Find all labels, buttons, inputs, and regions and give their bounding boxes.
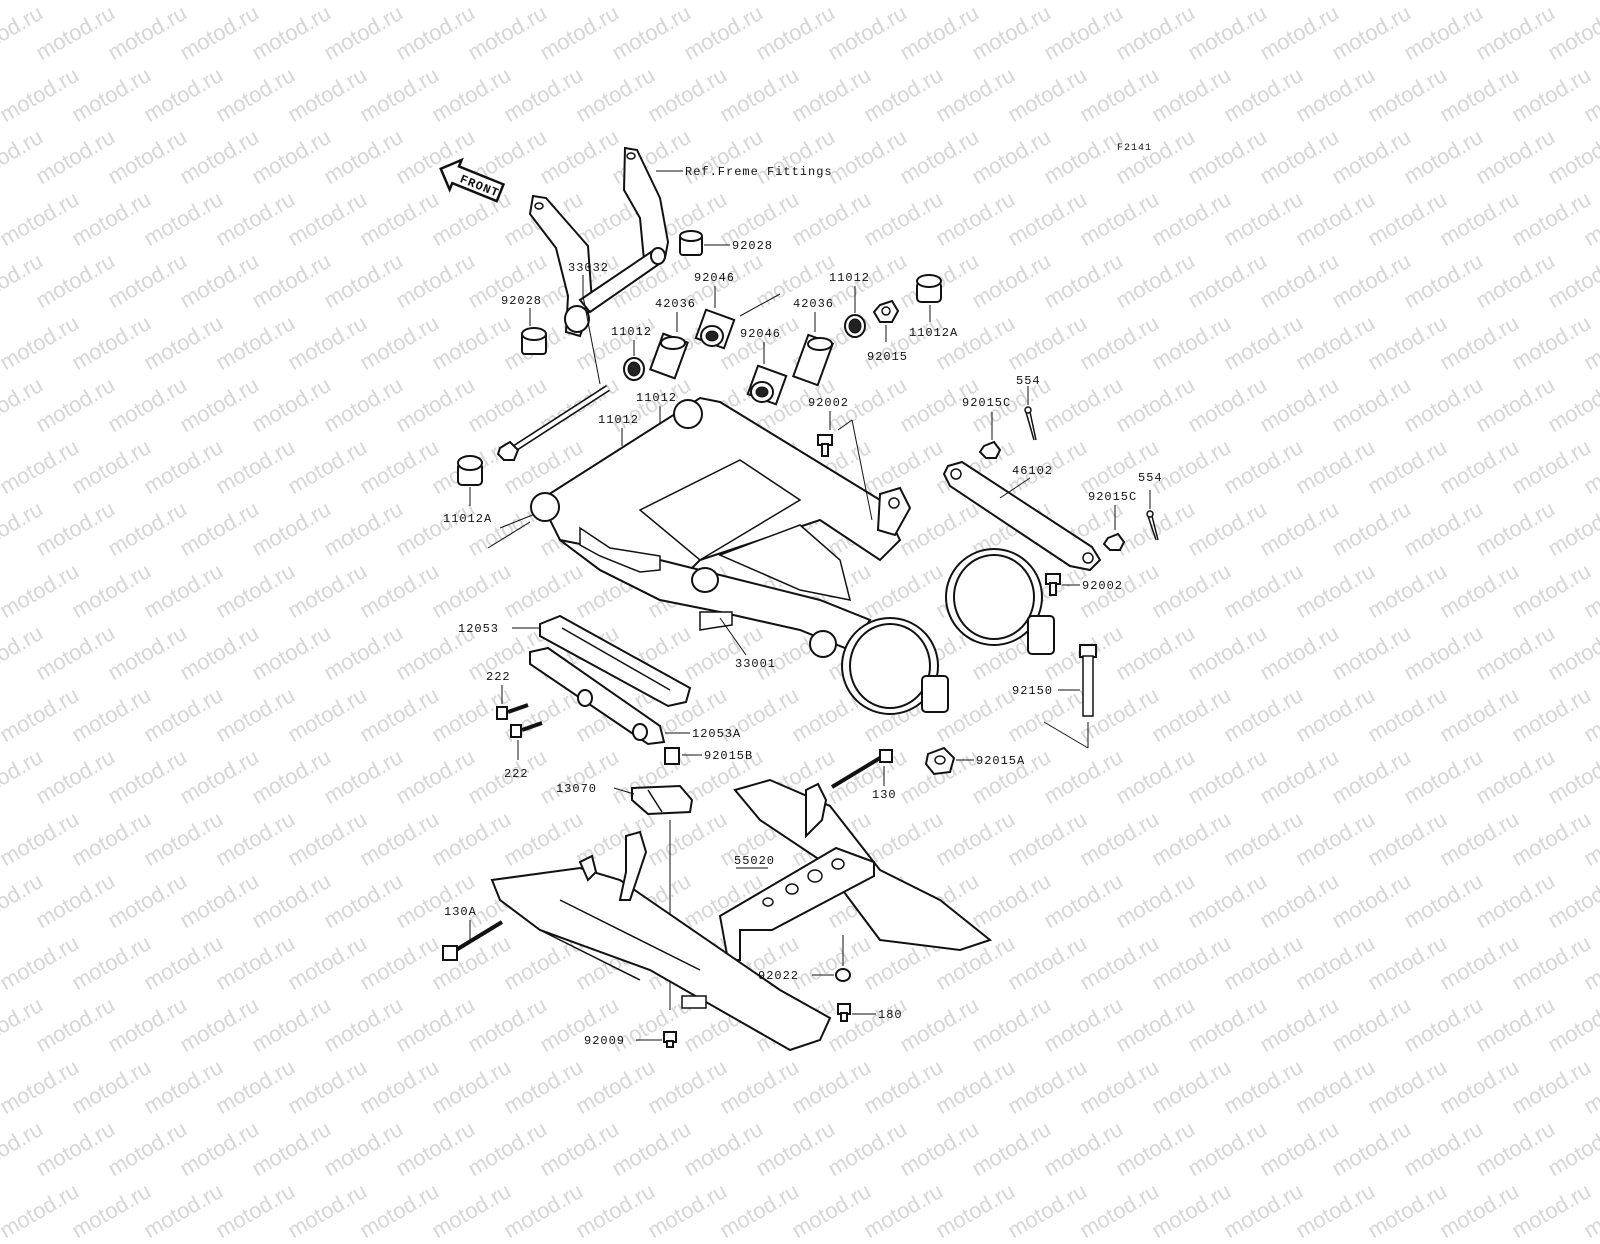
label-11012-c: 11012 [636,391,677,405]
label-33001: 33001 [735,657,776,671]
bolt-92002-lower [1045,573,1061,596]
oil-seal-11012-b [844,314,866,338]
oil-seal-11012-a [623,357,645,381]
label-42036-right: 42036 [793,297,834,311]
torque-link-46102 [942,460,1102,572]
label-92046-lower: 92046 [740,327,781,341]
bolt-130A [442,920,504,961]
bushing-92028-lower [521,327,547,355]
shock-bracket [876,486,912,537]
bolt-92150 [1079,644,1097,717]
nut-92015B [664,747,680,765]
bolt-180 [837,1003,851,1022]
figure-id: F2141 [1117,143,1152,154]
label-12053A: 12053A [692,727,741,741]
frame-fitting-bracket [528,146,670,338]
diagram-svg: F2141 FRONT Ref.Freme Fittings 92028 [439,143,1163,1052]
label-11012A-left: 11012A [443,512,492,526]
label-11012-b: 11012 [829,271,870,285]
washer-92022 [835,968,851,982]
bolt-130 [830,749,893,789]
label-92015: 92015 [867,350,908,364]
screw-222-upper [496,703,529,720]
axle-clamp-right [945,548,1055,655]
nut-92015 [872,299,900,323]
label-92046-upper: 92046 [694,271,735,285]
label-92015A: 92015A [976,754,1025,768]
label-12053: 12053 [458,622,499,636]
label-11012A-right: 11012A [909,326,958,340]
label-554-lower: 554 [1138,471,1163,485]
label-130: 130 [872,788,897,802]
label-92002-upper: 92002 [808,396,849,410]
nut-92015C-lower [1102,532,1126,551]
bushing-92028-upper [679,230,703,256]
cap-11012A-right [916,274,942,303]
label-92028-lower: 92028 [501,294,542,308]
needle-bearing-92046-upper [694,308,736,350]
axle-clamp-left [841,617,949,715]
label-222-upper: 222 [486,670,511,684]
label-11012-a: 11012 [611,325,652,339]
label-92150: 92150 [1012,684,1053,698]
front-arrow-icon: FRONT [439,157,506,203]
label-130A: 130A [444,905,477,919]
cotter-pin-554-upper [1024,406,1037,441]
ref-note-label: Ref.Freme Fittings [685,165,833,179]
sleeve-42036-right [791,333,835,387]
pivot-shaft-33032 [496,385,610,461]
label-13070: 13070 [556,782,597,796]
label-46102: 46102 [1012,464,1053,478]
chain-slider-holder-12053A [529,646,666,746]
label-55020: 55020 [734,854,775,868]
label-92002-lower: 92002 [1082,579,1123,593]
sleeve-42036-left [649,332,689,380]
label-33032: 33032 [568,261,609,275]
bolt-92002-upper [817,434,833,457]
bolt-92009 [663,1031,677,1048]
label-92015C-upper: 92015C [962,396,1011,410]
nut-92015C-upper [978,440,1002,459]
cap-11012A-left [457,455,483,486]
label-92015B: 92015B [704,749,753,763]
label-92028-upper: 92028 [732,239,773,253]
label-92015C-lower: 92015C [1088,490,1137,504]
needle-bearing-92046-lower [746,364,788,406]
label-42036-left: 42036 [655,297,696,311]
nut-92015A [924,746,956,776]
swing-arm-33001 [530,396,902,658]
label-554-upper: 554 [1016,374,1041,388]
label-92009: 92009 [584,1034,625,1048]
label-92022: 92022 [758,969,799,983]
screw-222-lower [510,721,543,738]
label-11012-d: 11012 [598,413,639,427]
label-180: 180 [878,1008,903,1022]
adjuster-block-13070 [631,784,694,816]
label-222-lower: 222 [504,767,529,781]
cotter-pin-554-lower [1146,510,1159,541]
chain-case-55020 [490,778,993,1052]
chain-slider-12053 [539,614,692,708]
